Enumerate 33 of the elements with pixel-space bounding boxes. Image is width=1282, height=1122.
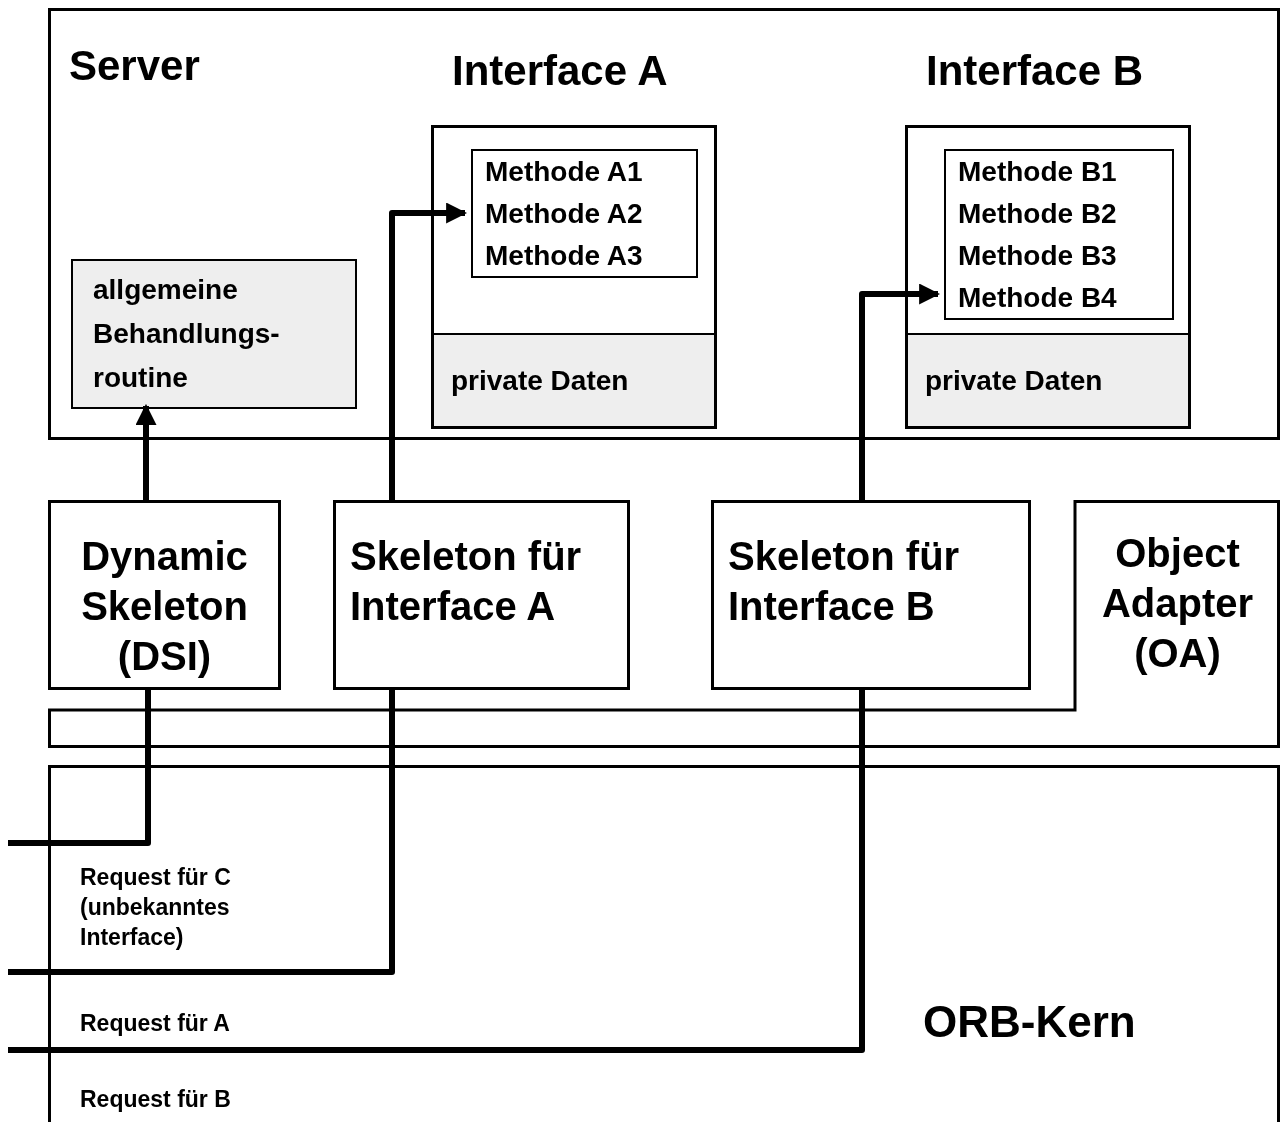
method-name: Methode B2: [958, 196, 1118, 231]
method-name: Methode B3: [958, 238, 1118, 273]
method-name: Methode A2: [485, 196, 644, 231]
method-name: Methode B4: [958, 280, 1118, 315]
interface-title: Interface A: [452, 50, 668, 92]
routine-label: allgemeine Behandlungs- routine: [93, 273, 281, 395]
method-name: Methode B1: [958, 154, 1118, 189]
connector-line: [8, 690, 865, 1053]
methods-box: [944, 149, 1174, 320]
server-frame: [48, 8, 1280, 440]
private-data-label: private Daten: [451, 363, 629, 398]
skeleton-box: [48, 500, 281, 690]
object-adapter-shape: [48, 500, 1280, 748]
method-name: Methode A3: [485, 238, 644, 273]
handler-routine-box: [71, 259, 357, 409]
connector-line: [859, 283, 941, 500]
orb-core-frame: [48, 765, 1280, 1122]
interface-title: Interface B: [926, 50, 1144, 92]
methods-box: [471, 149, 698, 278]
skeleton-box: [333, 500, 630, 690]
method-name: Methode A1: [485, 154, 644, 189]
skeleton-label: Skeleton für Interface B: [728, 533, 961, 630]
connector-line: [8, 690, 151, 846]
skeleton-label: Dynamic Skeleton (DSI): [80, 533, 249, 680]
connector-line: [8, 690, 395, 975]
server-title: Server: [69, 45, 200, 87]
skeleton-box: [711, 500, 1031, 690]
orb-core-label: ORB-Kern: [923, 1000, 1136, 1044]
connector-line: [389, 202, 468, 500]
connector-line: [135, 403, 157, 500]
private-data-label: private Daten: [925, 363, 1103, 398]
object-adapter-label: Object Adapter (OA): [1100, 530, 1255, 677]
skeleton-label: Skeleton für Interface A: [350, 533, 583, 630]
